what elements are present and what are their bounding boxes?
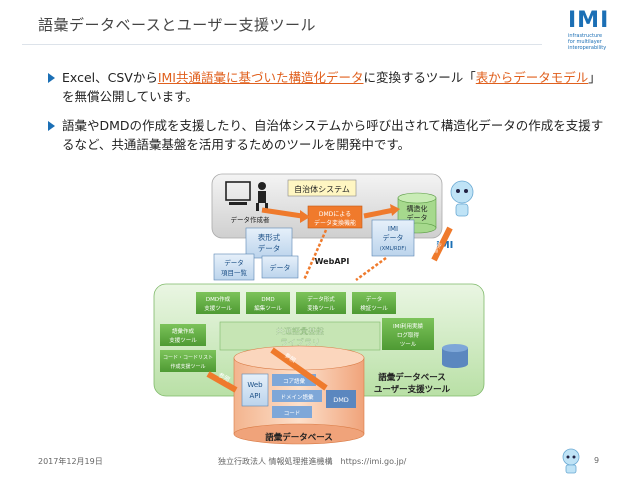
- svg-text:データ: データ: [366, 295, 383, 303]
- dmd-box: [326, 390, 356, 408]
- svg-text:語彙作成: 語彙作成: [172, 327, 195, 335]
- svg-text:作成支援ツール: 作成支援ツール: [170, 363, 205, 370]
- log-db-icon: [442, 344, 468, 368]
- svg-text:ログ取得: ログ取得: [397, 331, 420, 339]
- arrow-creator-to-dmd: [261, 207, 303, 219]
- title-divider: [22, 44, 542, 45]
- code-label: コード: [284, 410, 301, 417]
- svg-text:検証ツール: 検証ツール: [360, 304, 388, 312]
- data-item-list-label-2: 項目一覧: [221, 268, 248, 277]
- data-box-label: データ: [270, 263, 291, 272]
- imi-small-logo: IMI: [436, 240, 453, 251]
- tool-data-validate: データ 検証ツール: [352, 292, 396, 314]
- bullet-1-post: 」を無償公開しています。: [62, 70, 601, 104]
- web-api-label-1: Web: [247, 381, 263, 389]
- svg-text:ツール: ツール: [400, 342, 417, 348]
- tool-dmd-create: DMD作成 支援ツール: [196, 292, 240, 314]
- arrow-dmd-down: [302, 229, 328, 281]
- svg-text:編集ツール: 編集ツール: [254, 304, 282, 312]
- architecture-diagram: 自治体システム データ作成者 DMDによる データ変換機能 構造化 データ IM…: [153, 173, 485, 445]
- bullet-1: Excel、CSVからIMI共通語彙に基づいた構造化データに変換するツール「表か…: [48, 68, 608, 106]
- local-gov-system-box: [287, 179, 357, 197]
- footer-org: 独立行政法人 情報処理推進機構 https://imi.go.jp/: [218, 457, 407, 466]
- bullet-list: Excel、CSVからIMI共通語彙に基づいた構造化データに変換するツール「表か…: [48, 68, 608, 164]
- code-box: [272, 406, 312, 418]
- table-to-datamodel-link[interactable]: 表からデータモデル: [475, 70, 589, 85]
- bullet-1-mid: に変換するツール「: [363, 70, 476, 85]
- data-item-list-label-1: データ: [224, 258, 244, 267]
- arrow-imi-down: [355, 256, 387, 282]
- svg-text:変換ツール: 変換ツール: [307, 304, 335, 312]
- dmd-support-label-2: データ変換機能: [314, 219, 356, 227]
- logo-text: IMI: [568, 8, 610, 33]
- logo-sub-1: infrastructure: [568, 33, 603, 39]
- svg-text:DMD作成: DMD作成: [206, 295, 231, 303]
- common-library-label-1: 共通語彙基盤: [276, 326, 324, 336]
- imi-data-label-2: データ: [383, 233, 404, 242]
- svg-text:データ形式: データ形式: [307, 295, 335, 303]
- domain-vocab-label: ドメイン語彙: [280, 393, 314, 401]
- vocab-db-tools-label-2: ユーザー支援ツール: [374, 384, 451, 395]
- web-api-box: [241, 373, 269, 407]
- domain-vocab-box: [272, 390, 322, 402]
- tool-imi-log: IMI利用実績 ログ取得 ツール: [382, 318, 434, 350]
- logo-sub-3: interoperability: [568, 45, 607, 51]
- core-vocab-label: コア語彙: [283, 377, 306, 385]
- data-creator-label: データ作成者: [231, 215, 271, 224]
- data-item-list-box: [213, 253, 255, 281]
- imi-logo: IMI infrastructure for multilayer intero…: [568, 8, 624, 51]
- ref-arrow-1: [206, 371, 238, 393]
- vocab-db-label: 語彙データベース: [265, 432, 333, 443]
- ref-arrow-3: [431, 226, 453, 262]
- dmd-label: DMD: [333, 396, 349, 404]
- tool-vocab-create: 語彙作成 支援ツール: [160, 324, 206, 346]
- bullet-1-pre: Excel、CSVから: [62, 70, 158, 85]
- table-data-box: [245, 227, 293, 259]
- svg-text:DMD: DMD: [261, 297, 274, 303]
- logo-sub-2: for multilayer: [568, 39, 602, 45]
- page-title: 語彙データベースとユーザー支援ツール: [38, 16, 316, 34]
- webapi-label: WebAPI: [315, 257, 350, 266]
- tool-dmd-edit: DMD 編集ツール: [246, 292, 290, 314]
- page-number: 9: [594, 456, 600, 465]
- svg-text:支援ツール: 支援ツール: [204, 304, 232, 312]
- tool-data-convert: データ形式 変換ツール: [296, 292, 346, 314]
- vocab-db-tools-label-1: 語彙データベース: [378, 372, 446, 383]
- arrow-dmd-to-structured: [363, 207, 395, 219]
- mascot-icon: [562, 448, 580, 474]
- imi-data-doc: [371, 219, 415, 257]
- common-library-label-2: ライブラリ: [280, 337, 320, 347]
- tool-code-create: コード・コードリスト 作成支援ツール: [160, 350, 216, 372]
- dmd-support-label-1: DMDによる: [319, 211, 351, 218]
- imi-data-label-3: (XML/RDF): [380, 246, 406, 252]
- svg-text:支援ツール: 支援ツール: [169, 336, 197, 344]
- web-api-label-2: API: [249, 392, 260, 400]
- data-box: [261, 255, 299, 279]
- structured-data-label-1: 構造化: [407, 204, 428, 213]
- core-vocab-box: [272, 374, 316, 386]
- svg-text:コード・コードリスト: コード・コードリスト: [163, 355, 213, 361]
- bullet-2: 語彙やDMDの作成を支援したり、自治体システムから呼び出されて構造化データの作成…: [48, 116, 608, 154]
- ref-arrow-2: [270, 347, 328, 391]
- table-data-label-2: データ: [258, 243, 281, 253]
- data-creator-icon: [225, 181, 268, 211]
- imi-vocab-link[interactable]: IMI共通語彙に基づいた構造化データ: [157, 70, 364, 85]
- footer-date: 2017年12月19日: [38, 457, 103, 466]
- structured-data-label-2: データ: [407, 213, 428, 222]
- mascot-robot-icon: [450, 180, 474, 217]
- table-data-label-1: 表形式: [258, 232, 281, 242]
- imi-data-label-1: IMI: [388, 225, 398, 233]
- svg-text:IMI利用実績: IMI利用実績: [393, 322, 423, 330]
- local-gov-system-label: 自治体システム: [294, 184, 350, 194]
